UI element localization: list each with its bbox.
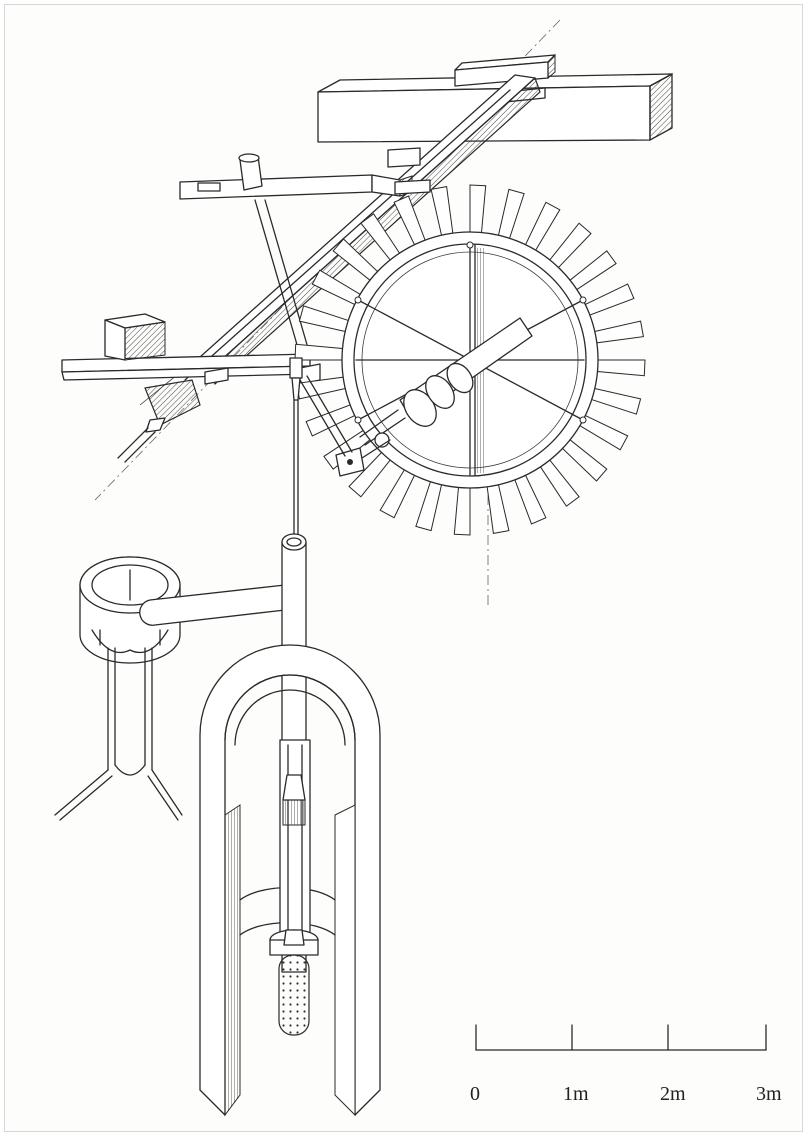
crank-rod	[299, 375, 391, 477]
scale-tick-label: 0	[470, 1083, 480, 1105]
well-casing	[199, 644, 381, 1117]
pump-cylinder	[269, 739, 319, 1036]
scale-tick-label: 3m	[756, 1083, 782, 1105]
beam-end	[117, 379, 201, 463]
discharge-basin	[54, 556, 286, 821]
scale-tick-label: 2m	[660, 1083, 686, 1105]
upright-post	[238, 153, 311, 356]
lower-cross-arm	[61, 313, 321, 385]
scale-tick-label: 1m	[563, 1083, 589, 1105]
wheel-paddles	[294, 184, 646, 536]
upper-cross-arm	[179, 147, 431, 200]
scale-bar: 0 1m 2m 3m	[470, 1024, 782, 1105]
pump-rod	[289, 357, 303, 536]
wheel-axle	[359, 317, 533, 448]
